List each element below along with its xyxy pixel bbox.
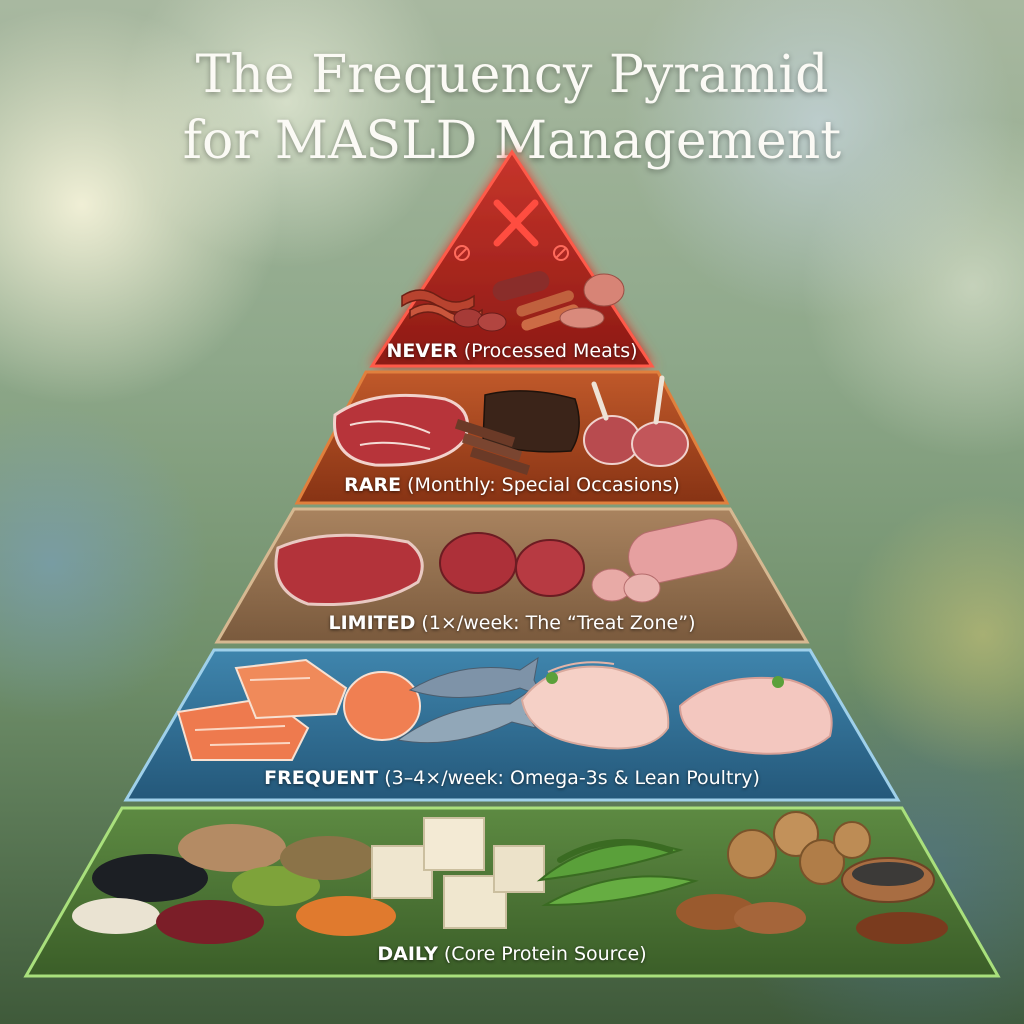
food-almonds xyxy=(676,894,806,934)
tier-limited xyxy=(214,507,810,644)
food-red-lentils xyxy=(296,896,396,936)
tier-detail-never: (Processed Meats) xyxy=(463,340,638,362)
tier-name-frequent: FREQUENT xyxy=(264,767,379,789)
food-lamb-chops xyxy=(583,375,689,467)
tier-detail-limited: (1×/week: The “Treat Zone”) xyxy=(421,612,696,634)
food-chicken-breast xyxy=(520,661,670,750)
food-walnuts xyxy=(727,811,871,885)
title-line-1: The Frequency Pyramid xyxy=(195,45,829,105)
no-sign-icon xyxy=(553,245,569,261)
food-salmon xyxy=(176,658,348,761)
tier-rare xyxy=(294,370,730,505)
tier-label-limited: LIMITED (1×/week: The “Treat Zone”) xyxy=(0,612,1024,634)
food-turkey-breast xyxy=(678,676,833,755)
food-steak xyxy=(274,533,424,606)
tier-label-never: NEVER (Processed Meats) xyxy=(0,340,1024,362)
tier-detail-frequent: (3–4×/week: Omega-3s & Lean Poultry) xyxy=(384,767,760,789)
tier-label-daily: DAILY (Core Protein Source) xyxy=(0,943,1024,965)
food-marbled-steak xyxy=(333,393,469,467)
tier-never xyxy=(369,149,655,368)
food-bologna xyxy=(559,273,625,329)
food-salami xyxy=(453,271,550,332)
tier-name-limited: LIMITED xyxy=(328,612,416,634)
food-black-beans xyxy=(92,854,208,902)
food-tofu xyxy=(371,817,545,929)
tier-never-shape xyxy=(369,149,655,368)
food-white-beans xyxy=(72,898,160,934)
food-beef-medallions xyxy=(439,532,585,597)
tier-name-never: NEVER xyxy=(386,340,458,362)
tier-name-rare: RARE xyxy=(344,474,402,496)
tier-detail-daily: (Core Protein Source) xyxy=(443,943,647,965)
no-sign-icon xyxy=(454,245,470,261)
tier-daily xyxy=(23,806,1001,978)
pyramid-title: The Frequency Pyramid for MASLD Manageme… xyxy=(0,42,1024,174)
tier-detail-rare: (Monthly: Special Occasions) xyxy=(407,474,680,496)
food-pork-tenderloin xyxy=(591,518,738,603)
food-salmon-steak xyxy=(343,671,421,741)
tier-label-rare: RARE (Monthly: Special Occasions) xyxy=(0,474,1024,496)
tier-frequent xyxy=(123,648,901,802)
x-icon xyxy=(493,199,539,247)
food-brown-lentils xyxy=(280,836,376,880)
tier-label-frequent: FREQUENT (3–4×/week: Omega-3s & Lean Pou… xyxy=(0,767,1024,789)
food-kidney-beans xyxy=(156,900,264,944)
food-flaxseed xyxy=(856,912,948,944)
food-edamame xyxy=(536,839,699,907)
tier-name-daily: DAILY xyxy=(377,943,438,965)
food-pinto-beans xyxy=(178,824,286,872)
food-chia-seeds xyxy=(841,857,935,903)
food-sausages xyxy=(516,290,579,331)
food-green-lentils xyxy=(232,866,320,906)
food-brisket xyxy=(454,390,580,476)
